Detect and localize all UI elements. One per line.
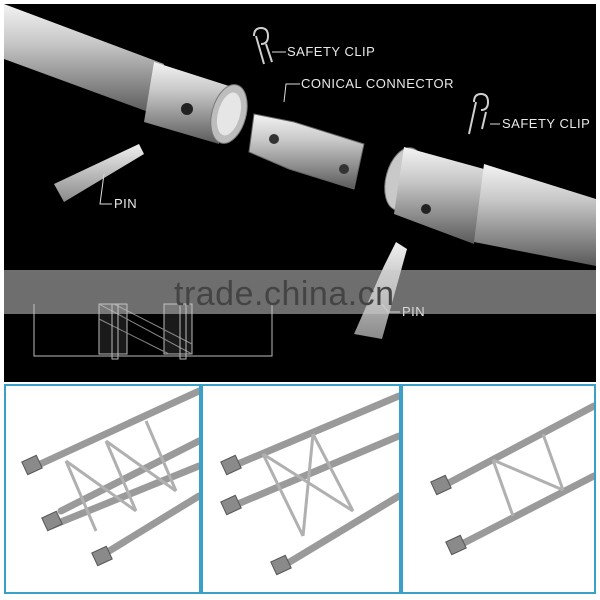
truss-panel-four-chord [4, 384, 201, 594]
conical-connector [248, 113, 365, 190]
safety-clip-label-top: SAFETY CLIP [287, 44, 376, 59]
truss-panel-three-chord [201, 384, 401, 594]
exploded-view-panel: SAFETY CLIP CONICAL CONNECTOR SAFETY CLI… [4, 4, 596, 382]
safety-clip-top-icon [253, 26, 273, 65]
left-tube [4, 4, 248, 144]
right-tube [384, 147, 596, 266]
exploded-view-drawing [4, 4, 596, 360]
conical-connector-label: CONICAL CONNECTOR [301, 76, 454, 91]
truss-four-chord-drawing [21, 387, 199, 567]
pin-label-left: PIN [114, 196, 138, 211]
truss-panel-two-chord [401, 384, 596, 594]
watermark-text: trade.china.cn [174, 275, 395, 313]
safety-clip-label-right: SAFETY CLIP [502, 116, 591, 131]
pin-left [54, 144, 144, 202]
safety-clip-right-icon [468, 92, 490, 135]
truss-two-chord-drawing [430, 402, 594, 556]
truss-panels [4, 384, 596, 596]
truss-three-chord-drawing [220, 392, 399, 576]
watermark-band [4, 270, 596, 314]
